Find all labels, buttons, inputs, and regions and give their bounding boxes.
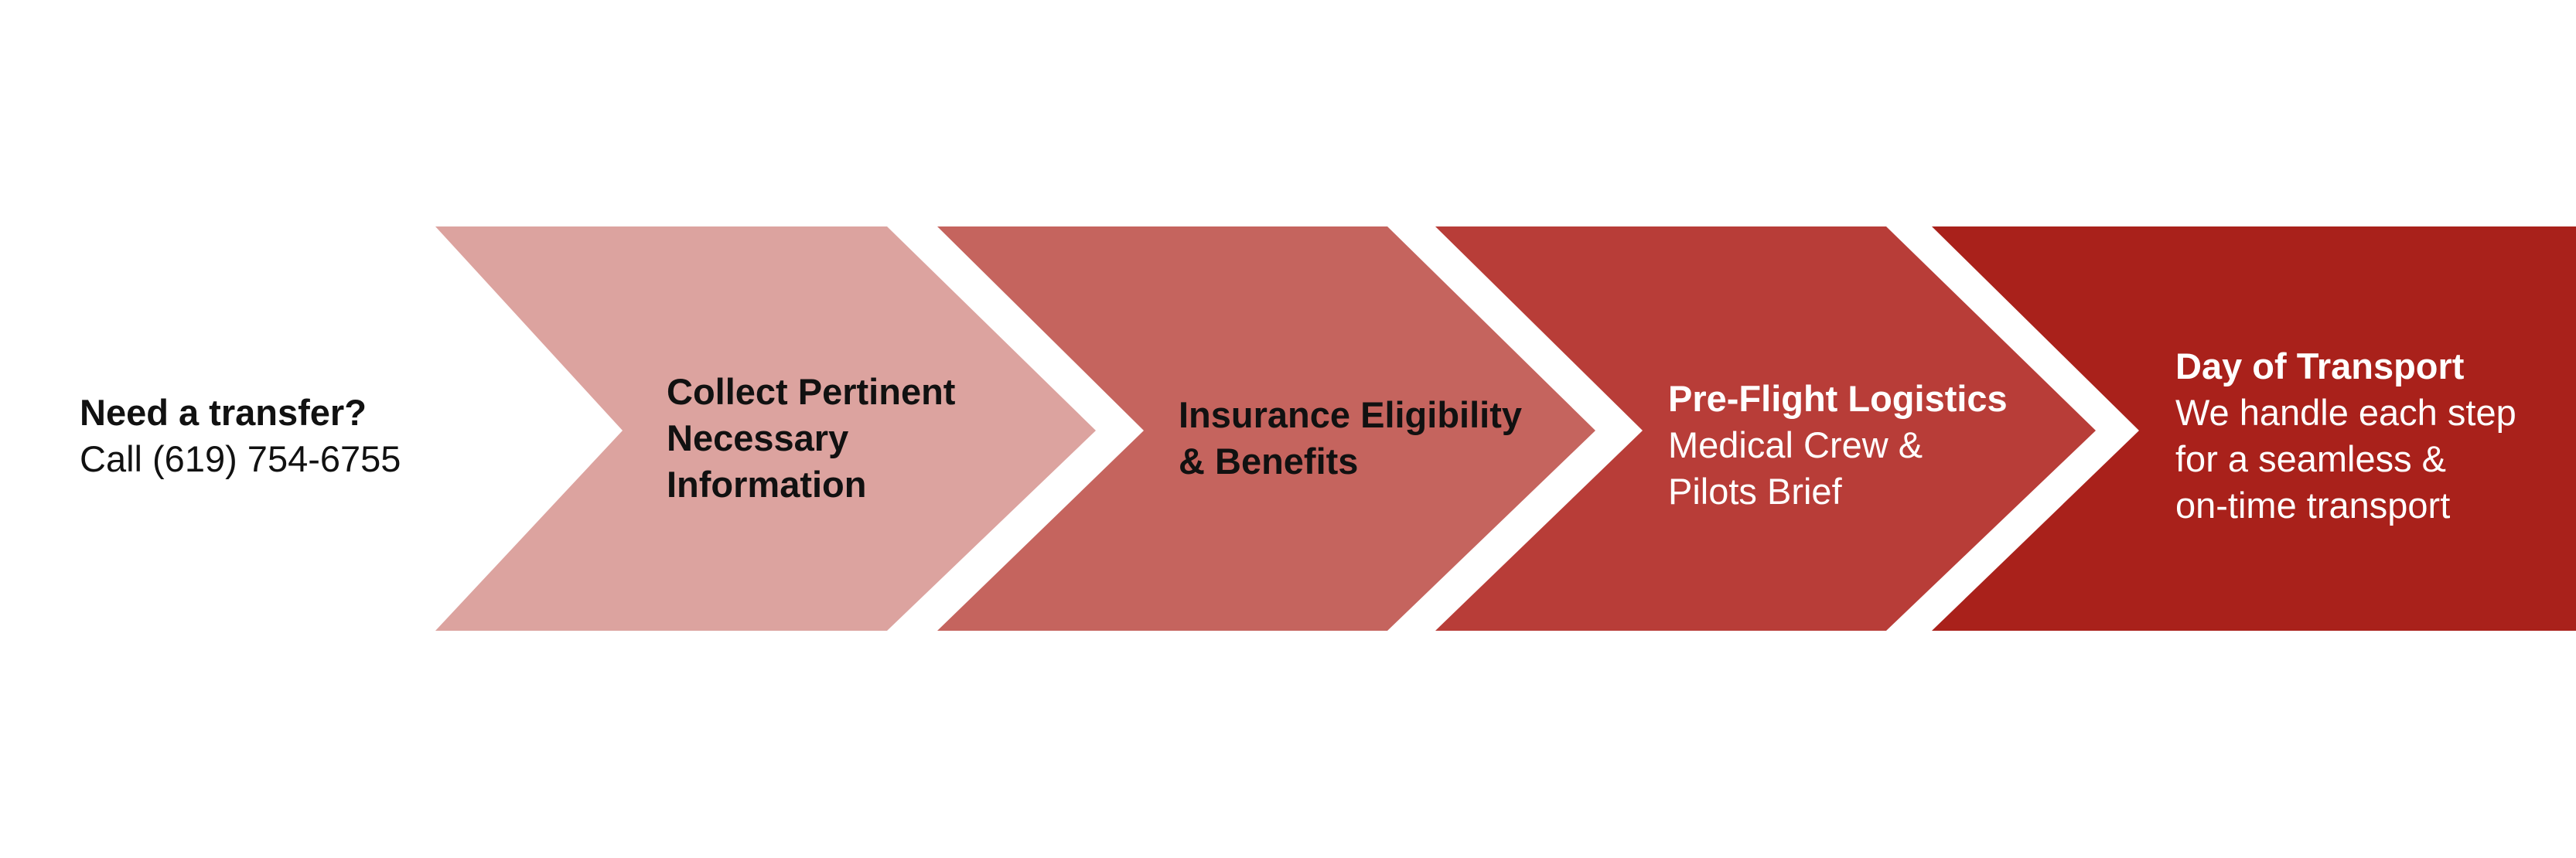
step-1-title-line: Collect Pertinent xyxy=(667,371,956,412)
chevron-step-4 xyxy=(1932,226,2576,631)
callout-phone[interactable]: Call (619) 754-6755 xyxy=(80,438,401,479)
callout-question: Need a transfer? xyxy=(80,392,367,433)
step-3-title: Pre-Flight Logistics xyxy=(1668,378,2008,419)
step-2-title-line: Insurance Eligibility xyxy=(1179,394,1522,435)
step-1-title-line: Information xyxy=(667,464,867,505)
step-4-detail-line: We handle each step xyxy=(2175,392,2516,433)
chevron-step-3 xyxy=(1435,226,2096,631)
step-4-title: Day of Transport xyxy=(2175,346,2465,386)
step-4-detail-line: on-time transport xyxy=(2175,485,2451,526)
transfer-callout: Need a transfer? Call (619) 754-6755 xyxy=(80,390,401,482)
step-2-title-line: & Benefits xyxy=(1179,441,1359,482)
step-2-text: Insurance Eligibility & Benefits xyxy=(1179,392,1522,485)
step-1-text: Collect Pertinent Necessary Information xyxy=(667,369,955,508)
step-4-detail-line: for a seamless & xyxy=(2175,438,2447,479)
chevron-step-1 xyxy=(435,226,1096,631)
step-3-text: Pre-Flight Logistics Medical Crew & Pilo… xyxy=(1668,376,2008,515)
step-3-detail-line: Medical Crew & xyxy=(1668,424,1923,465)
step-4-text: Day of Transport We handle each step for… xyxy=(2175,343,2516,529)
step-3-detail-line: Pilots Brief xyxy=(1668,471,1842,512)
step-1-title-line: Necessary xyxy=(667,417,849,458)
chevron-step-2 xyxy=(937,226,1595,631)
